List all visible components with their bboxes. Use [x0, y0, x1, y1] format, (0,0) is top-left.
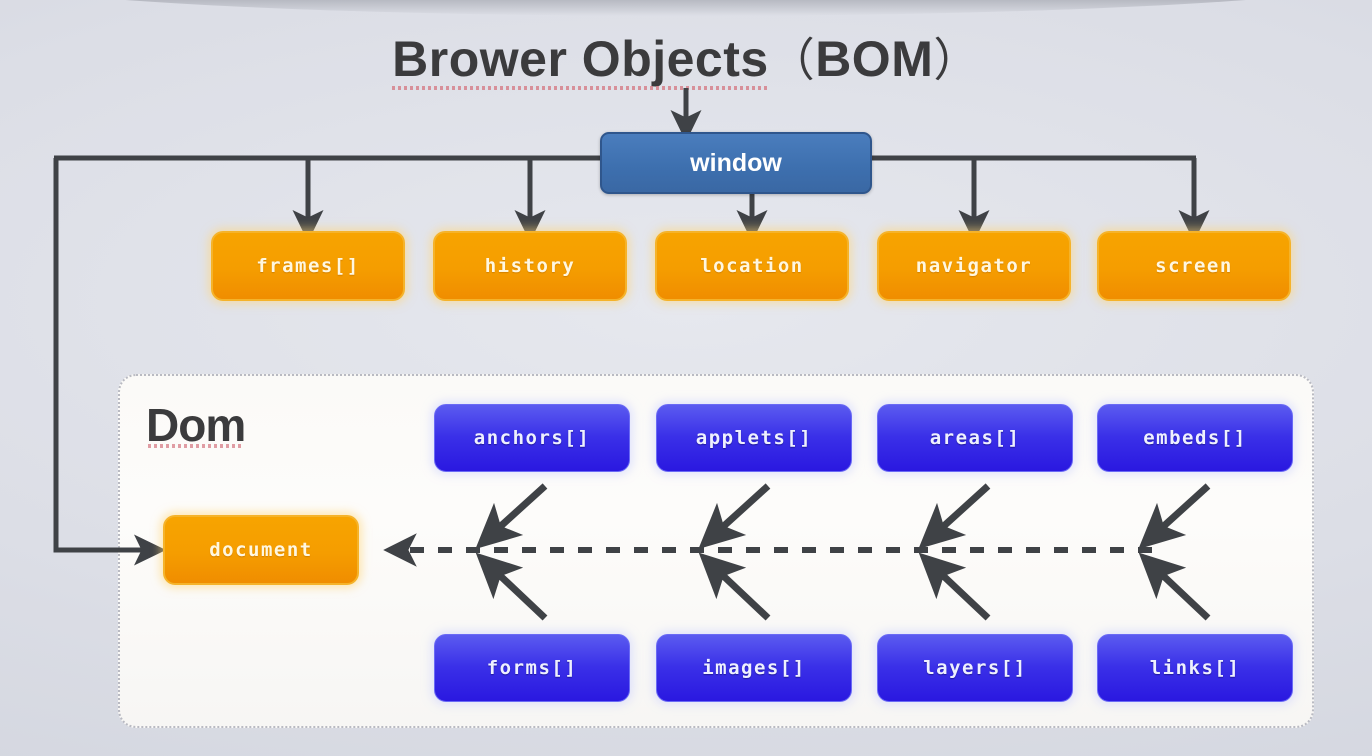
node-anchors-label: anchors[] — [473, 427, 591, 449]
node-images[interactable]: images[] — [656, 634, 852, 702]
node-window[interactable]: window — [600, 132, 872, 194]
title-paren-open: （ — [768, 34, 816, 86]
title-main-text: Brower Objects — [392, 31, 769, 90]
node-forms-label: forms[] — [486, 657, 578, 679]
node-screen-label: screen — [1155, 255, 1233, 277]
dom-panel-label: Dom — [146, 399, 246, 451]
node-layers[interactable]: layers[] — [877, 634, 1073, 702]
node-screen[interactable]: screen — [1097, 231, 1291, 301]
page-title: Brower Objects（BOM） — [0, 24, 1372, 90]
node-areas[interactable]: areas[] — [877, 404, 1073, 472]
node-navigator-label: navigator — [915, 255, 1033, 277]
node-forms[interactable]: forms[] — [434, 634, 630, 702]
node-location-label: location — [700, 255, 804, 277]
node-images-label: images[] — [702, 657, 806, 679]
node-window-label: window — [690, 148, 782, 177]
node-history-label: history — [484, 255, 576, 277]
node-navigator[interactable]: navigator — [877, 231, 1071, 301]
node-anchors[interactable]: anchors[] — [434, 404, 630, 472]
node-embeds[interactable]: embeds[] — [1097, 404, 1293, 472]
node-applets[interactable]: applets[] — [656, 404, 852, 472]
node-document[interactable]: document — [163, 515, 359, 585]
node-location[interactable]: location — [655, 231, 849, 301]
node-applets-label: applets[] — [695, 427, 813, 449]
node-areas-label: areas[] — [929, 427, 1021, 449]
node-links[interactable]: links[] — [1097, 634, 1293, 702]
title-paren-close: ） — [933, 34, 980, 86]
title-acronym: BOM — [815, 31, 934, 87]
node-frames[interactable]: frames[] — [211, 231, 405, 301]
node-layers-label: layers[] — [923, 657, 1027, 679]
node-document-label: document — [209, 539, 313, 561]
node-links-label: links[] — [1149, 657, 1241, 679]
node-embeds-label: embeds[] — [1143, 427, 1247, 449]
node-history[interactable]: history — [433, 231, 627, 301]
node-frames-label: frames[] — [256, 255, 360, 277]
frame-top-band — [0, 0, 1372, 16]
